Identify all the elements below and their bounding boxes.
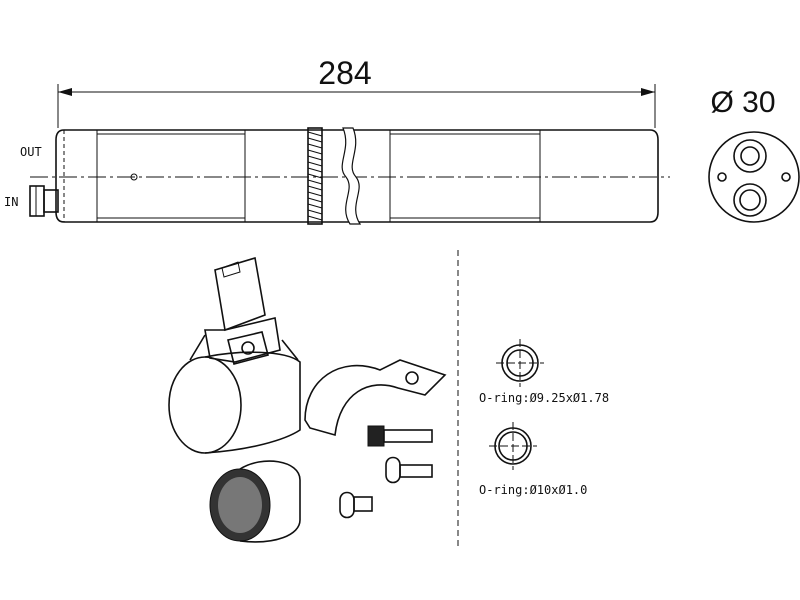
- oring-2-label: O-ring:Ø10xØ1.0: [479, 483, 587, 497]
- drier-body: [29, 127, 670, 225]
- oring-1: [496, 339, 544, 387]
- inlet-fitting: [29, 185, 59, 217]
- saddle-bracket: [304, 359, 447, 437]
- bolts: [339, 425, 433, 519]
- diameter-value: Ø 30: [710, 86, 775, 119]
- length-dimension: 284: [57, 55, 656, 128]
- oring-1-label: O-ring:Ø9.25xØ1.78: [479, 391, 609, 405]
- ribbed-band: [307, 127, 323, 225]
- length-value: 284: [318, 55, 371, 91]
- end-view: [708, 131, 800, 223]
- port-out-label: OUT: [20, 145, 42, 159]
- port-in-label: IN: [4, 195, 18, 209]
- mounting-clamp: [168, 256, 301, 454]
- oring-2: [489, 422, 537, 470]
- rubber-sleeve: [209, 460, 301, 543]
